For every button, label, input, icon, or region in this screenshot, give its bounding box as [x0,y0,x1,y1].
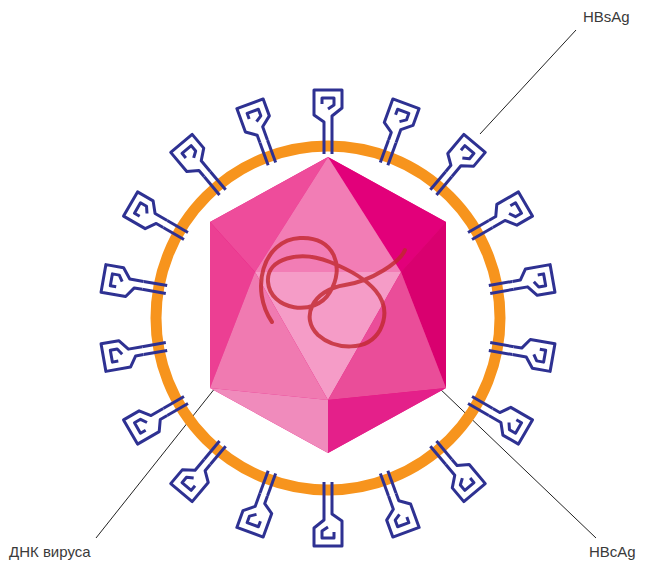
part-label: ДНК вируса [8,543,92,561]
part-label: HBsAg [582,8,631,26]
capsid-icosahedron [210,157,446,453]
surface-spikes [101,90,555,546]
viral-dna [261,238,405,346]
envelope-ring [156,146,500,490]
part-label: HBcAg [588,543,637,561]
leader-line [480,30,576,134]
